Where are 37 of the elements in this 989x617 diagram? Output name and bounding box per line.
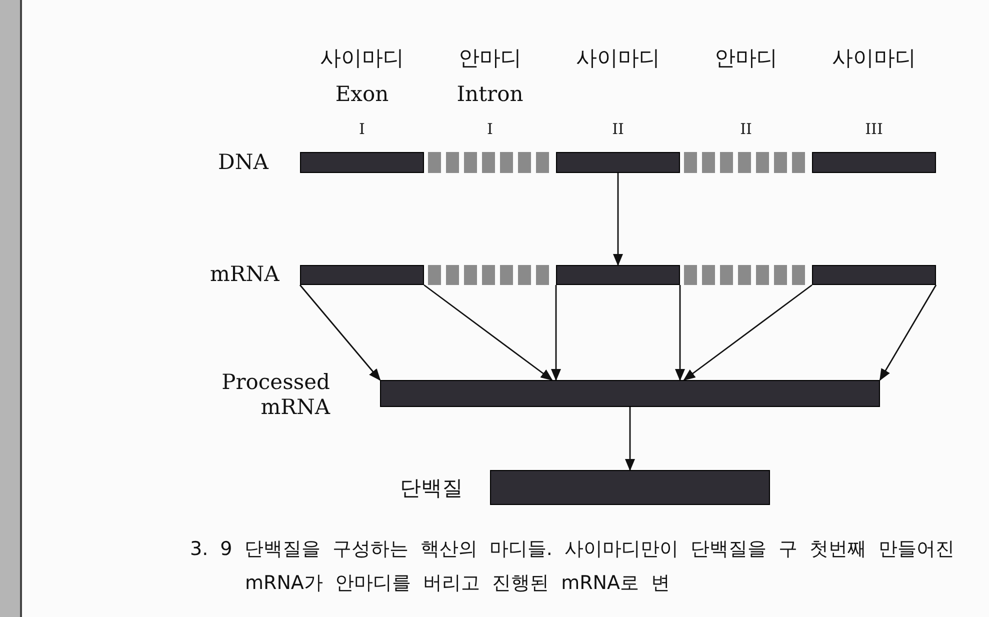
roman-numeral: I <box>487 120 493 138</box>
roman-numeral: I <box>359 120 365 138</box>
intron-bar <box>428 152 552 173</box>
exon-bar <box>556 265 680 285</box>
exon-bar <box>812 152 936 173</box>
arrow <box>551 285 561 381</box>
arrow <box>683 284 812 381</box>
processed-mrna-bar <box>380 380 880 407</box>
arrow <box>879 284 937 381</box>
intron-bar <box>684 265 808 285</box>
header-label: 안마디 <box>458 45 522 72</box>
row-label: 단백질 <box>400 475 463 502</box>
roman-numeral: II <box>740 120 752 138</box>
figure-caption: 3. 9 단백질을 구성하는 핵산의 마디들. 사이마디만이 단백질을 구 첫번째 만들어진 mRNA가 안마디를 버리고 진행된 mRNA로 변 <box>190 537 956 596</box>
exon-bar <box>556 152 680 173</box>
arrow <box>299 284 381 381</box>
row-label: DNA <box>218 150 268 174</box>
arrow <box>424 284 553 381</box>
intron-bar <box>428 265 552 285</box>
arrow <box>675 285 685 381</box>
row-label: mRNA <box>210 262 280 286</box>
header-label: Exon <box>335 82 389 106</box>
header-label: Intron <box>456 82 524 106</box>
header-label: 사이마디 <box>576 45 660 72</box>
exon-bar <box>300 265 424 285</box>
roman-numeral: II <box>612 120 624 138</box>
arrow <box>613 173 623 266</box>
protein-bar <box>490 470 770 505</box>
header-label: 사이마디 <box>320 45 404 72</box>
intron-bar <box>684 152 808 173</box>
arrow <box>625 407 635 471</box>
header-label: 안마디 <box>714 45 778 72</box>
row-label: Processed mRNA <box>220 370 330 420</box>
roman-numeral: III <box>865 120 883 138</box>
exon-bar <box>812 265 936 285</box>
header-label: 사이마디 <box>832 45 916 72</box>
exon-bar <box>300 152 424 173</box>
